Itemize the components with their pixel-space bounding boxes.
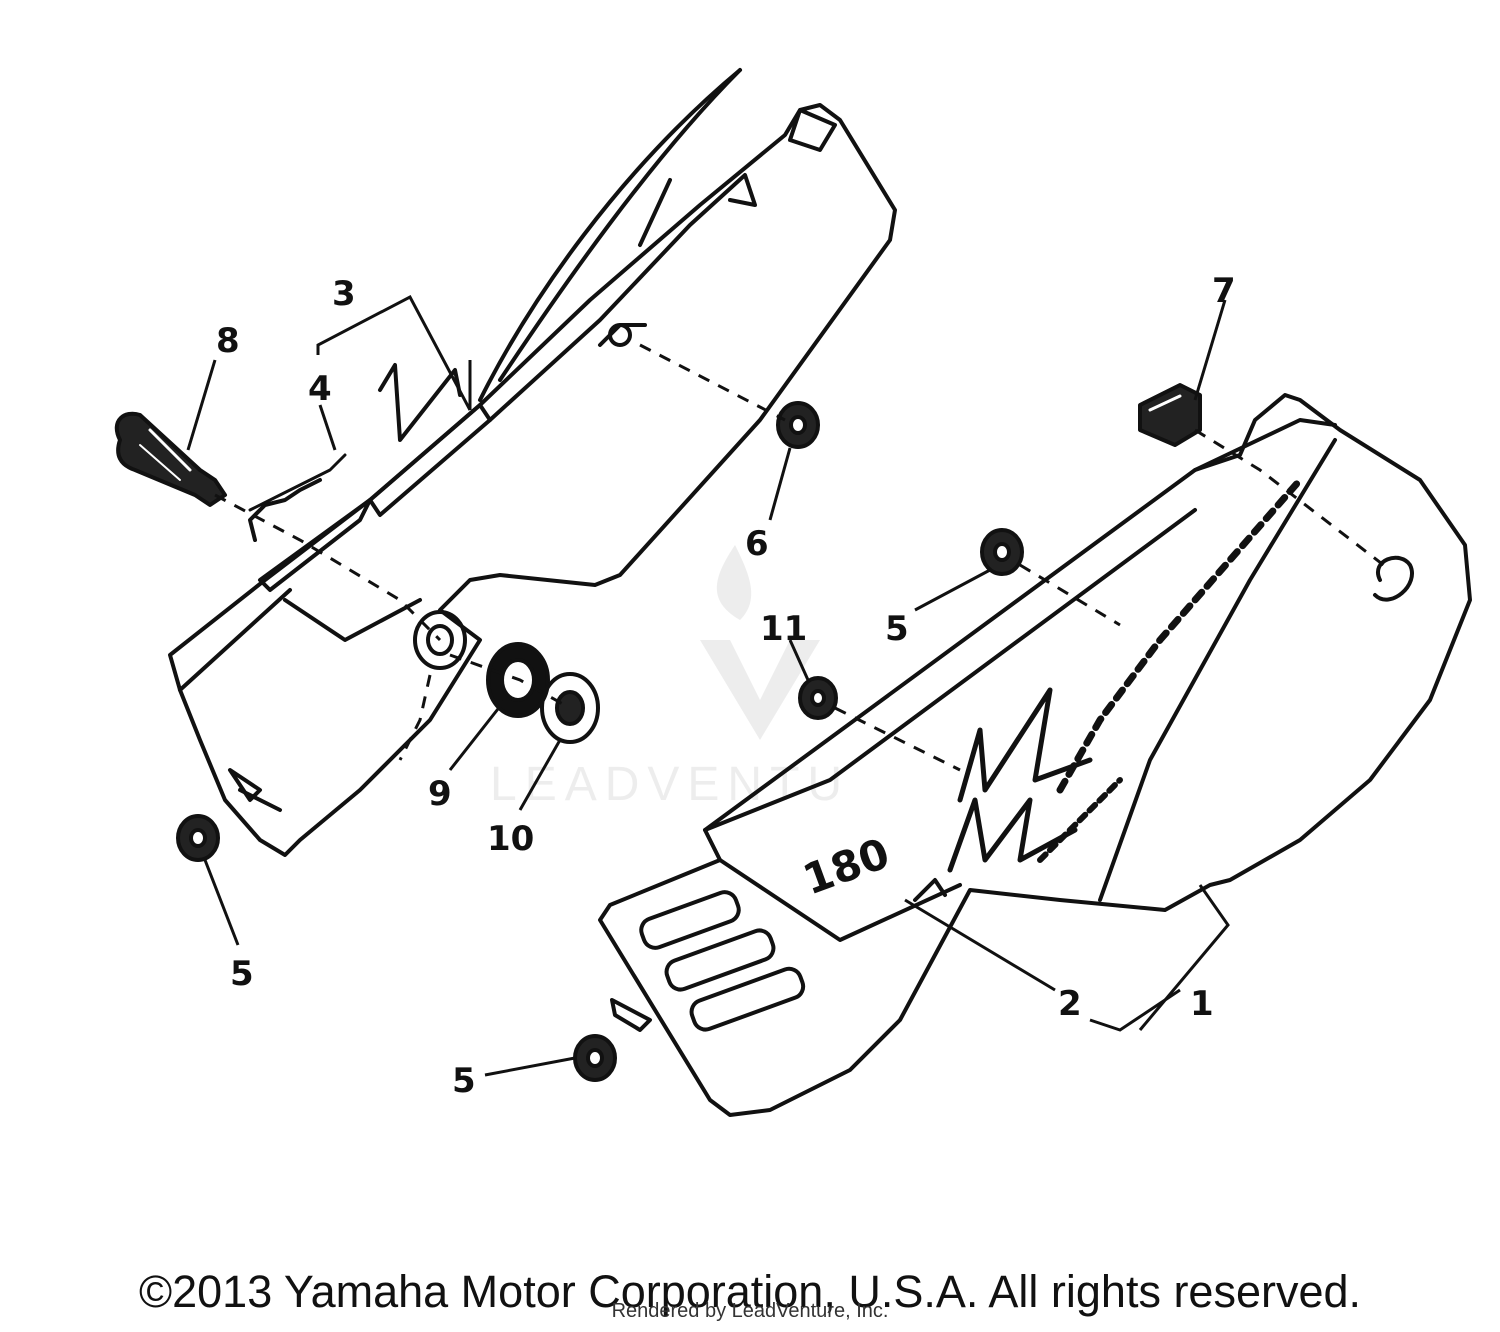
callout-5-left: 5	[230, 954, 254, 994]
callout-4: 4	[308, 369, 332, 409]
grommet-part-6	[776, 401, 820, 449]
mount-tab-part-5-bottom	[610, 998, 652, 1032]
grommet-part-6-right	[980, 528, 1024, 576]
callout-5-bottom: 5	[452, 1061, 476, 1101]
callout-6: 6	[745, 524, 769, 564]
leader-lines	[186, 294, 1230, 1077]
callout-10: 10	[487, 819, 534, 859]
leadventure-watermark: LEADVENTU	[490, 545, 850, 811]
watermark-text: LEADVENTU	[490, 758, 850, 811]
grommet-part-5-bottom	[573, 1034, 617, 1082]
callout-2: 2	[1058, 984, 1082, 1024]
rendered-by-notice: Rendered by LeadVenture, Inc.	[611, 1300, 889, 1322]
left-side-cover	[168, 68, 897, 857]
nut-part-11	[798, 676, 838, 720]
callout-8: 8	[216, 321, 240, 361]
callout-3: 3	[332, 274, 356, 314]
decal-180: 180	[797, 828, 896, 904]
callout-5-right: 5	[885, 609, 909, 649]
grommet-part-5-left	[176, 814, 220, 862]
assembly-lines	[214, 343, 1391, 772]
callouts: 1 2 3 4 5 5 5 6 7 8 9 10 11	[216, 271, 1236, 1101]
copyright-notice: ©2013 Yamaha Motor Corporation, U.S.A. A…	[138, 1266, 1362, 1317]
collar-part-10	[540, 672, 600, 744]
callout-7: 7	[1212, 271, 1236, 311]
callout-9: 9	[428, 774, 452, 814]
callout-11: 11	[760, 609, 807, 649]
right-side-cover	[598, 393, 1472, 1117]
clip-part-7	[1138, 383, 1202, 447]
callout-1: 1	[1190, 984, 1214, 1024]
fastener-part-8	[114, 411, 227, 507]
